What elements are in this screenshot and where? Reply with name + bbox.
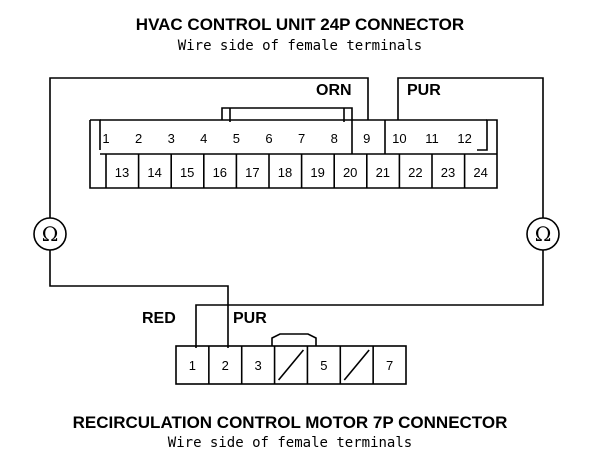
pin-label: 2 (222, 358, 229, 373)
recirc-7p-connector: 1 2 3 5 7 (175, 333, 407, 385)
wire-label-pur-top: PUR (407, 82, 441, 99)
pin-label: 12 (457, 131, 471, 146)
pin-label: 16 (213, 165, 227, 180)
ohm-icon: Ω (535, 222, 552, 246)
pin-label: 8 (331, 131, 338, 146)
pin-label: 5 (233, 131, 240, 146)
bottom-connector-subtitle: Wire side of female terminals (168, 435, 412, 451)
pin-label: 23 (441, 165, 455, 180)
pin-label: 6 (265, 131, 272, 146)
top-connector-title: HVAC CONTROL UNIT 24P CONNECTOR (136, 15, 464, 34)
pin-label: 15 (180, 165, 194, 180)
pin-label: 5 (320, 358, 327, 373)
wire-label-pur-bottom: PUR (233, 310, 267, 327)
wire-label-red: RED (142, 310, 176, 327)
pin-label: 22 (408, 165, 422, 180)
row2-pins: 13 14 15 16 17 18 19 20 21 22 23 24 (115, 165, 488, 180)
pin-label: 19 (310, 165, 324, 180)
pin-label: 3 (168, 131, 175, 146)
pin-label: 10 (392, 131, 406, 146)
pin-label: 11 (425, 131, 439, 146)
ohmmeter-right: Ω (526, 217, 560, 251)
pin-label: 17 (245, 165, 259, 180)
pin-label: 1 (189, 358, 196, 373)
ohmmeter-left: Ω (33, 217, 67, 251)
top-connector-subtitle: Wire side of female terminals (178, 38, 422, 54)
wire-label-orn: ORN (316, 82, 352, 99)
pin-label: 21 (376, 165, 390, 180)
pin-label: 9 (363, 131, 370, 146)
pin-label: 7 (386, 358, 393, 373)
pin-label: 1 (102, 131, 109, 146)
wiring (49, 77, 544, 348)
pin-label: 7 (298, 131, 305, 146)
pin-label: 13 (115, 165, 129, 180)
pin-label: 4 (200, 131, 207, 146)
pin-label: 14 (147, 165, 161, 180)
bottom-connector-title: RECIRCULATION CONTROL MOTOR 7P CONNECTOR (73, 413, 508, 432)
pin-label: 2 (135, 131, 142, 146)
pin-label: 18 (278, 165, 292, 180)
pin-label: 20 (343, 165, 357, 180)
ohm-icon: Ω (42, 222, 59, 246)
pin-label: 24 (473, 165, 487, 180)
pin-label: 3 (255, 358, 262, 373)
